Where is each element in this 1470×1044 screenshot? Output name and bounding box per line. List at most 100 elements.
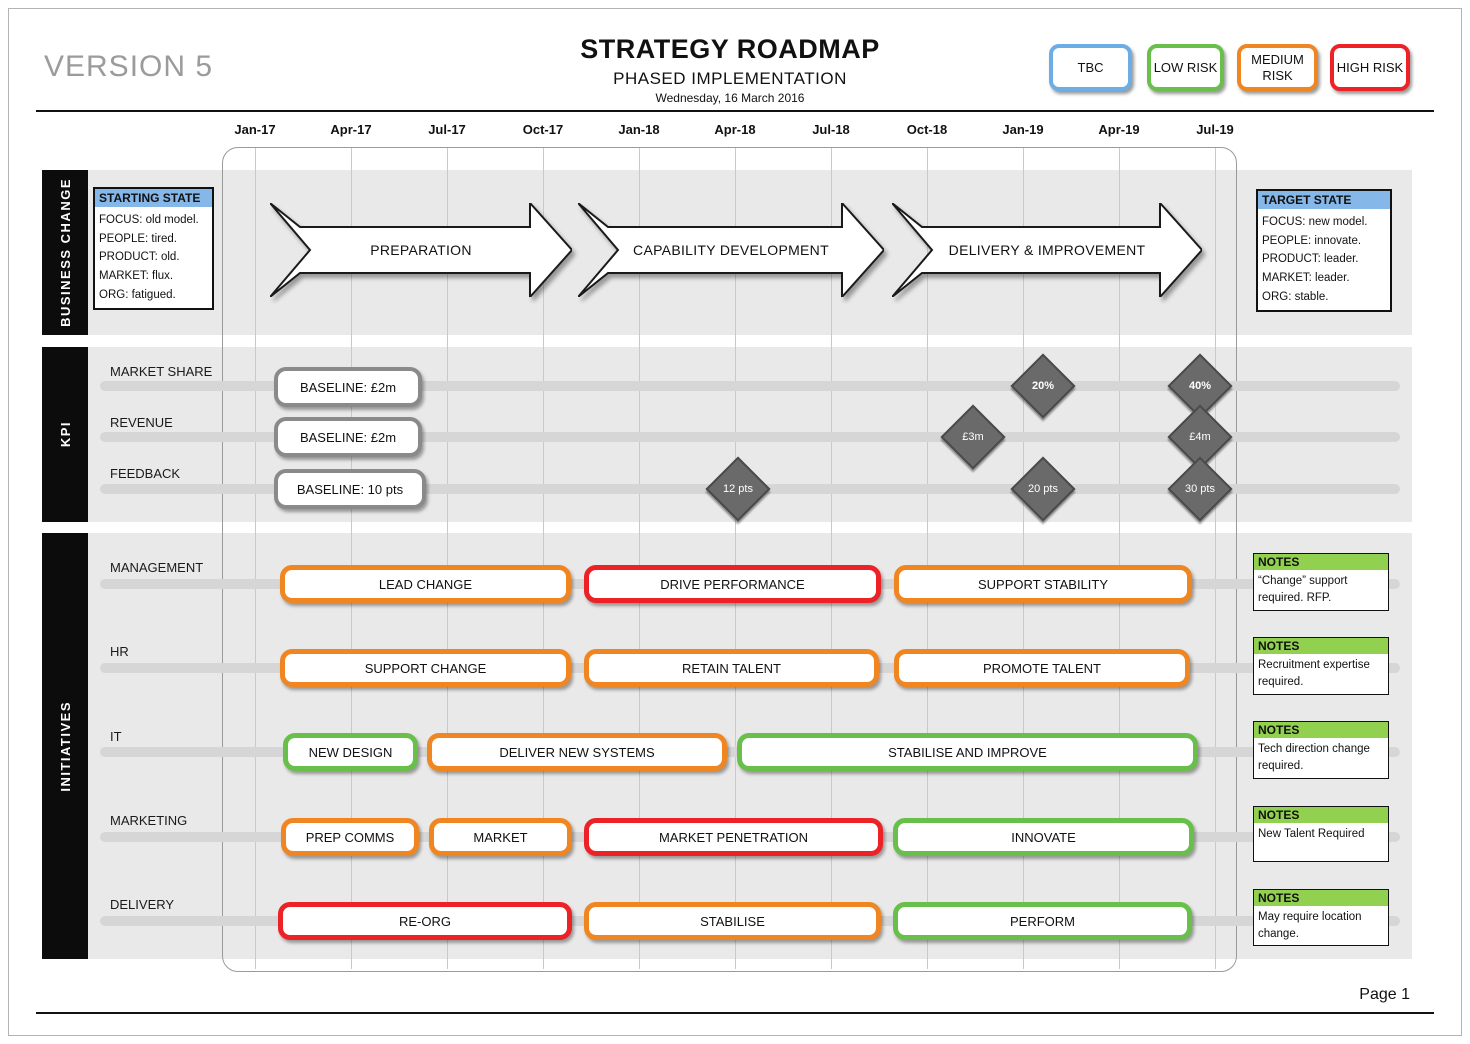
legend-chip-low-risk[interactable]: LOW RISK bbox=[1147, 44, 1224, 91]
note-title: NOTES bbox=[1254, 554, 1388, 570]
note-text: New Talent Required bbox=[1258, 828, 1365, 840]
month-label: Jul-18 bbox=[812, 122, 850, 137]
initiative-bar-retain-talent[interactable]: RETAIN TALENT bbox=[584, 649, 879, 687]
target-state-box[interactable]: TARGET STATE FOCUS: new model. PEOPLE: i… bbox=[1256, 189, 1392, 313]
initiative-row-label: HR bbox=[110, 644, 129, 659]
gridline bbox=[639, 148, 640, 969]
note-title: NOTES bbox=[1254, 890, 1388, 906]
month-label: Jul-19 bbox=[1196, 122, 1234, 137]
note-title: NOTES bbox=[1254, 722, 1388, 738]
kpi-baseline-revenue[interactable]: BASELINE: £2m bbox=[274, 417, 422, 457]
initiative-bar-support-stability[interactable]: SUPPORT STABILITY bbox=[894, 565, 1192, 603]
legend-label: TBC bbox=[1077, 59, 1104, 75]
kpi-milestone[interactable]: 30 pts bbox=[1167, 456, 1233, 522]
initiative-bar-perform[interactable]: PERFORM bbox=[893, 902, 1192, 940]
month-label: Oct-17 bbox=[522, 122, 564, 137]
section-label-initiatives: INITIATIVES bbox=[42, 533, 88, 959]
timeline-border bbox=[222, 147, 1237, 972]
footer-divider bbox=[36, 1012, 1434, 1014]
initiative-bar-prep-comms[interactable]: PREP COMMS bbox=[281, 818, 419, 856]
gridline bbox=[735, 148, 736, 969]
page-subtitle: PHASED IMPLEMENTATION bbox=[613, 69, 847, 88]
page-frame bbox=[8, 8, 1462, 1036]
arrow-shape bbox=[892, 203, 1202, 297]
kpi-milestone[interactable]: 40% bbox=[1167, 353, 1233, 419]
arrow-shape bbox=[270, 203, 572, 297]
gridline bbox=[543, 148, 544, 969]
initiative-bar-market[interactable]: MARKET bbox=[429, 818, 572, 856]
header-divider bbox=[36, 110, 1434, 112]
initiative-row-label: IT bbox=[110, 729, 122, 744]
gridline bbox=[255, 148, 256, 969]
milestone-label: 40% bbox=[1188, 380, 1212, 392]
kpi-milestone[interactable]: 20% bbox=[1010, 353, 1076, 419]
note-management[interactable]: NOTES “Change” support required. RFP. bbox=[1253, 553, 1389, 611]
milestone-label: £3m bbox=[962, 431, 984, 443]
legend-label: LOW RISK bbox=[1153, 59, 1218, 75]
initiative-bar-new-design[interactable]: NEW DESIGN bbox=[283, 733, 418, 771]
note-it[interactable]: NOTES Tech direction change required. bbox=[1253, 721, 1389, 779]
initiative-bar-stabilise[interactable]: STABILISE bbox=[584, 902, 881, 940]
milestone-label: 20 pts bbox=[1028, 483, 1058, 495]
month-label: Jul-17 bbox=[428, 122, 466, 137]
legend-chip-medium-risk[interactable]: MEDIUM RISK bbox=[1237, 44, 1318, 91]
note-text: Tech direction change required. bbox=[1258, 743, 1370, 773]
page-number: Page 1 bbox=[1359, 986, 1410, 1003]
gridline bbox=[1023, 148, 1024, 969]
initiative-bar-deliver-new-systems[interactable]: DELIVER NEW SYSTEMS bbox=[427, 733, 727, 771]
initiative-bar-promote-talent[interactable]: PROMOTE TALENT bbox=[894, 649, 1190, 687]
month-label: Apr-17 bbox=[330, 122, 372, 137]
initiative-bar-drive-performance[interactable]: DRIVE PERFORMANCE bbox=[584, 565, 881, 603]
initiative-row-label: DELIVERY bbox=[110, 897, 175, 912]
legend-label: MEDIUM RISK bbox=[1251, 51, 1304, 83]
initiative-row-label: MANAGEMENT bbox=[110, 560, 204, 575]
row-track bbox=[100, 432, 1400, 442]
gridline bbox=[831, 148, 832, 969]
initiative-bar-support-change[interactable]: SUPPORT CHANGE bbox=[280, 649, 571, 687]
initiative-bar-stabilise-and-improve[interactable]: STABILISE AND IMPROVE bbox=[737, 733, 1198, 771]
starting-state-box[interactable]: STARTING STATE FOCUS: old model. PEOPLE:… bbox=[93, 187, 214, 311]
starting-state-title: STARTING STATE bbox=[95, 189, 212, 207]
kpi-row-label: REVENUE bbox=[110, 415, 173, 430]
note-text: “Change” support required. RFP. bbox=[1258, 575, 1348, 605]
note-marketing[interactable]: NOTES New Talent Required bbox=[1253, 806, 1389, 862]
page-title: STRATEGY ROADMAP bbox=[580, 34, 880, 64]
note-title: NOTES bbox=[1254, 807, 1388, 823]
phase-label: PREPARATION bbox=[370, 242, 472, 258]
date-label: Wednesday, 16 March 2016 bbox=[655, 91, 805, 105]
note-text: Recruitment expertise required. bbox=[1258, 659, 1370, 689]
arrow-shape bbox=[578, 203, 884, 297]
phase-arrow-capability-development[interactable]: CAPABILITY DEVELOPMENT bbox=[578, 203, 884, 297]
section-label-kpi: KPI bbox=[42, 347, 88, 522]
legend-chip-high-risk[interactable]: HIGH RISK bbox=[1330, 44, 1410, 91]
target-state-body: FOCUS: new model. PEOPLE: innovate. PROD… bbox=[1262, 216, 1368, 303]
gridline bbox=[447, 148, 448, 969]
month-label: Oct-18 bbox=[906, 122, 948, 137]
target-state-title: TARGET STATE bbox=[1258, 191, 1390, 209]
phase-label: CAPABILITY DEVELOPMENT bbox=[633, 242, 829, 258]
note-hr[interactable]: NOTES Recruitment expertise required. bbox=[1253, 637, 1389, 695]
initiative-bar-lead-change[interactable]: LEAD CHANGE bbox=[280, 565, 571, 603]
milestone-label: 30 pts bbox=[1185, 483, 1215, 495]
kpi-milestone[interactable]: £3m bbox=[940, 404, 1006, 470]
phase-arrow-preparation[interactable]: PREPARATION bbox=[270, 203, 572, 297]
note-text: May require location change. bbox=[1258, 911, 1362, 941]
initiative-bar-market-penetration[interactable]: MARKET PENETRATION bbox=[584, 818, 883, 856]
row-track bbox=[100, 381, 1400, 391]
kpi-milestone[interactable]: 20 pts bbox=[1010, 456, 1076, 522]
initiative-bar-re-org[interactable]: RE-ORG bbox=[278, 902, 572, 940]
phase-arrow-delivery-improvement[interactable]: DELIVERY & IMPROVEMENT bbox=[892, 203, 1202, 297]
kpi-milestone[interactable]: 12 pts bbox=[705, 456, 771, 522]
kpi-baseline-feedback[interactable]: BASELINE: 10 pts bbox=[274, 469, 426, 509]
kpi-milestone[interactable]: £4m bbox=[1167, 404, 1233, 470]
initiative-bar-innovate[interactable]: INNOVATE bbox=[893, 818, 1194, 856]
milestone-label: 20% bbox=[1031, 380, 1055, 392]
starting-state-body: FOCUS: old model. PEOPLE: tired. PRODUCT… bbox=[99, 214, 199, 301]
legend-chip-tbc[interactable]: TBC bbox=[1049, 44, 1132, 91]
legend-label: HIGH RISK bbox=[1336, 59, 1404, 75]
title-block: STRATEGY ROADMAP PHASED IMPLEMENTATION W… bbox=[430, 34, 1030, 105]
note-delivery[interactable]: NOTES May require location change. bbox=[1253, 889, 1389, 946]
month-label: Apr-19 bbox=[1098, 122, 1140, 137]
kpi-baseline-market-share[interactable]: BASELINE: £2m bbox=[274, 367, 422, 407]
phase-label: DELIVERY & IMPROVEMENT bbox=[948, 242, 1146, 258]
